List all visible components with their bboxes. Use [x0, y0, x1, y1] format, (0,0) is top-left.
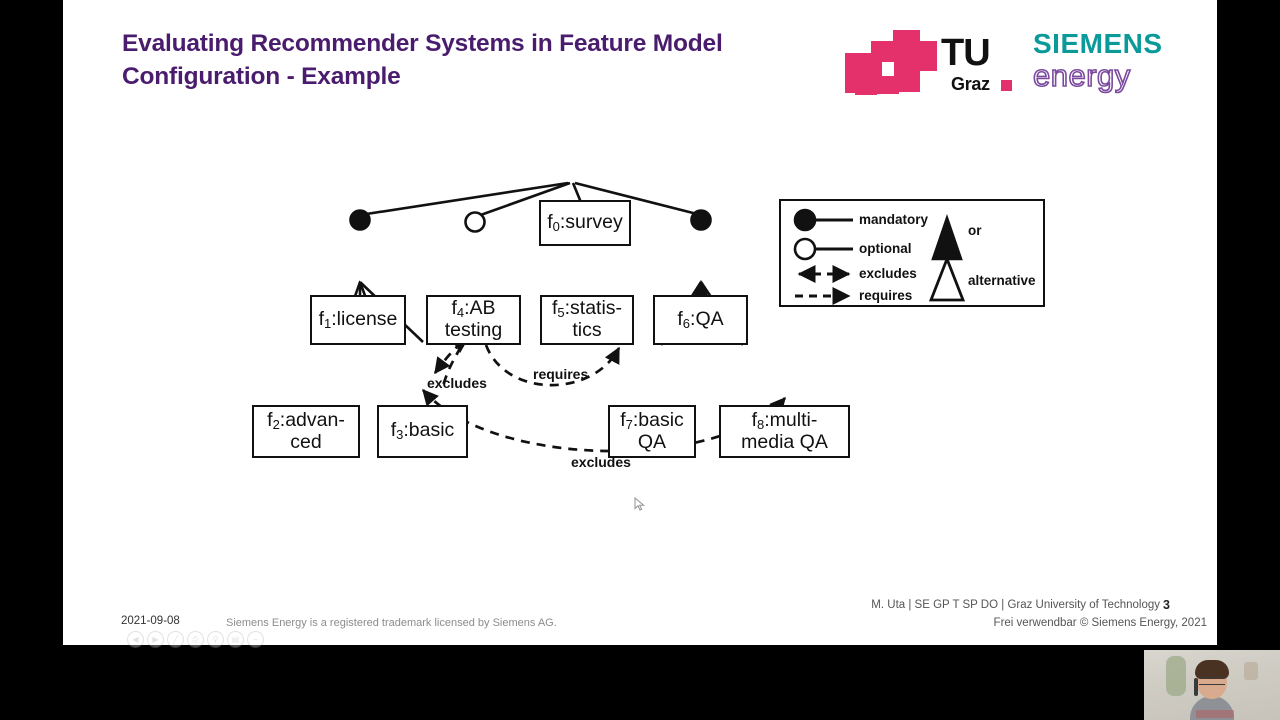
- feature-node-f5-label: f5:statis-tics: [551, 297, 623, 342]
- excludes-edge-f3-f8: [421, 388, 787, 453]
- excludes-edge-f4-f3: [433, 336, 470, 375]
- feature-node-f1-label: f1:license: [318, 307, 398, 331]
- footer-author: M. Uta | SE GP T SP DO | Graz University…: [871, 599, 1160, 611]
- footer-page-number: 3: [1163, 598, 1170, 612]
- energy-wordmark: energy: [1032, 58, 1131, 93]
- excludes-edge-f4-f3-lower: [441, 346, 463, 387]
- play-icon[interactable]: ▶: [147, 631, 164, 648]
- page-title-line1: Evaluating Recommender Systems in Featur…: [122, 30, 723, 57]
- presenter-hair: [1195, 660, 1229, 679]
- diagram-edges: [337, 181, 787, 453]
- requires-edge-f3-f5: [484, 344, 621, 387]
- legend-label-requires: requires: [859, 288, 913, 303]
- legend-label-mandatory: mandatory: [859, 212, 929, 227]
- player-controls[interactable]: ◀ ▶ ╱ ⎙ ⚲ ▤ −: [127, 631, 264, 648]
- feature-node-f0[interactable]: f0:survey: [539, 200, 631, 246]
- slide-icon[interactable]: ▤: [227, 631, 244, 648]
- siemens-energy-logo: SIEMENS energy: [1032, 28, 1183, 100]
- mandatory-marker-f1: [349, 209, 371, 231]
- feature-node-f3[interactable]: f3:basic: [377, 405, 468, 458]
- previous-icon[interactable]: ◀: [127, 631, 144, 648]
- tu-graz-notch: [882, 62, 894, 76]
- optional-marker-f4: [464, 211, 486, 233]
- page-title: Evaluating Recommender Systems in Featur…: [122, 28, 862, 93]
- feature-node-f0-label: f0:survey: [547, 210, 623, 234]
- feature-node-f3-label: f3:basic: [390, 419, 455, 443]
- background-frame: [1244, 662, 1258, 680]
- feature-node-f1[interactable]: f1:license: [310, 295, 406, 345]
- legend-alternative-icon: [928, 255, 966, 302]
- pen-icon[interactable]: ╱: [167, 631, 184, 648]
- feature-node-f6-label: f6:QA: [677, 307, 724, 331]
- webcam-overlay[interactable]: [1111, 650, 1280, 720]
- tu-graz-block: [907, 41, 937, 71]
- webcam-video: [1144, 650, 1280, 720]
- legend-box: mandatory optional excludes requires or …: [779, 199, 1045, 307]
- legend-label-optional: optional: [859, 241, 912, 256]
- legend-or-icon: [931, 213, 963, 261]
- presenter-headset: [1194, 678, 1198, 696]
- legend-symbols: [793, 208, 966, 305]
- minus-icon[interactable]: −: [247, 631, 264, 648]
- legend-label-alternative: alternative: [968, 273, 1036, 288]
- presenter-glasses: [1199, 677, 1225, 685]
- shirt-print: [1196, 710, 1234, 718]
- tu-graz-block: [855, 73, 877, 95]
- footer-date: 2021-09-08: [121, 615, 180, 627]
- feature-node-f8-label: f8:multi-media QA: [741, 408, 828, 453]
- legend-label-excludes: excludes: [859, 266, 917, 281]
- page-title-line2: Configuration - Example: [122, 62, 401, 90]
- legend-optional-icon: [793, 237, 817, 261]
- slide-canvas: Evaluating Recommender Systems in Featur…: [63, 0, 1217, 648]
- edge-label-requires-f3-f5: requires: [533, 366, 589, 382]
- zoom-icon[interactable]: ⚲: [207, 631, 224, 648]
- mandatory-marker-f6: [690, 209, 712, 231]
- tu-graz-graz-text: Graz: [951, 74, 990, 94]
- tu-graz-logo: TU Graz: [845, 28, 1012, 100]
- edge-label-excludes-f4-f3: excludes: [427, 375, 487, 391]
- feature-node-f6[interactable]: f6:QA: [653, 295, 748, 345]
- tu-graz-square: [1001, 80, 1012, 91]
- footer-trademark: Siemens Energy is a registered trademark…: [226, 617, 557, 629]
- feature-node-f5[interactable]: f5:statis-tics: [540, 295, 634, 345]
- legend-label-or: or: [968, 223, 982, 238]
- feature-node-f2[interactable]: f2:advan-ced: [252, 405, 360, 458]
- edge-label-excludes-f3-f8: excludes: [571, 454, 631, 470]
- legend-mandatory-icon: [793, 208, 817, 232]
- mouse-cursor: [634, 497, 646, 511]
- tu-graz-tu-text: TU: [941, 32, 991, 74]
- print-icon[interactable]: ⎙: [187, 631, 204, 648]
- footer-copyright: Frei verwendbar © Siemens Energy, 2021: [993, 617, 1207, 629]
- background-plant: [1166, 656, 1186, 696]
- siemens-wordmark: SIEMENS: [1033, 28, 1163, 59]
- feature-node-f8[interactable]: f8:multi-media QA: [719, 405, 850, 458]
- feature-node-f2-label: f2:advan-ced: [267, 408, 345, 453]
